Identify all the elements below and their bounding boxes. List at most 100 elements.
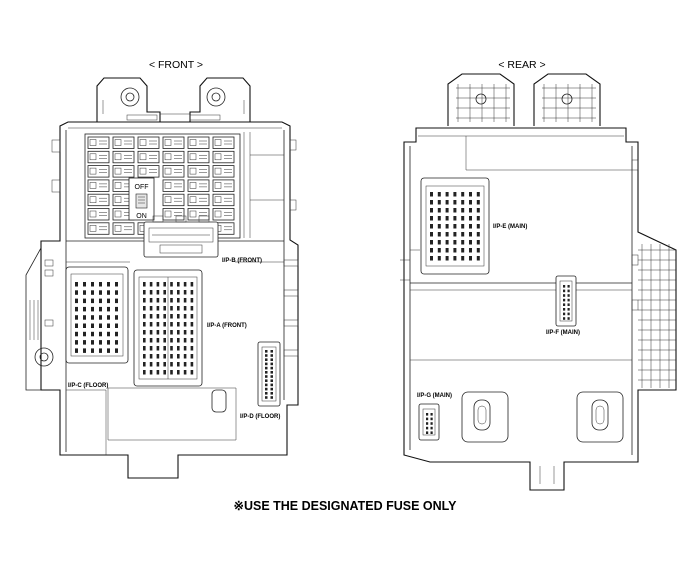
connector-pin (107, 298, 110, 304)
connector-pin (170, 346, 173, 351)
fuse-slot (162, 136, 185, 149)
connector-pin (177, 306, 180, 311)
connector-pin (170, 306, 173, 311)
connector-pin (476, 224, 480, 229)
connector-pin (265, 387, 268, 391)
fuse-slot (137, 165, 160, 178)
connector-pin (177, 362, 180, 367)
front-view: OFF ON I/P-B (FRONT) I/P-C (FLOOR) (25, 77, 299, 479)
connector-pin (445, 208, 449, 213)
connector-pin (265, 354, 268, 357)
connector-pin (149, 314, 153, 319)
connector-pin (190, 346, 194, 351)
switch-knob[interactable] (135, 193, 148, 209)
connector-pin (91, 323, 94, 328)
connector-pin (83, 290, 86, 295)
connector-pin (163, 354, 166, 359)
connector-pin (83, 315, 86, 320)
connector-pin (83, 323, 86, 328)
connector-pin (567, 312, 570, 316)
connector-pin (177, 330, 180, 335)
connector-pin (476, 256, 480, 261)
connector-pin (177, 370, 180, 375)
switch-off-label: OFF (135, 184, 149, 191)
connector-pin (149, 290, 153, 295)
connector-pin (437, 192, 441, 197)
connector-pin (75, 282, 78, 287)
connector-ipa[interactable] (133, 269, 203, 387)
connector-pin (265, 366, 268, 370)
connector-pin (163, 362, 166, 367)
front-mounting-tab-right (189, 77, 251, 122)
fuse-slot (187, 179, 210, 192)
connector-pin (461, 208, 465, 213)
connector-pin (143, 322, 146, 327)
connector-ipg[interactable] (418, 403, 440, 441)
power-switch[interactable]: OFF ON (128, 177, 155, 221)
connector-pin (156, 322, 160, 327)
connector-pin (461, 232, 465, 237)
connector-pin (91, 290, 94, 295)
connector-pin (163, 338, 166, 343)
connector-pin (91, 306, 94, 312)
connector-pin (476, 200, 480, 205)
connector-pin (75, 315, 78, 320)
connector-pin (170, 290, 173, 295)
connector-pin (445, 216, 449, 221)
connector-pin (170, 338, 173, 343)
connector-pin (190, 290, 194, 295)
connector-ipc[interactable] (65, 266, 129, 364)
connector-pin (190, 370, 194, 375)
connector-pin (476, 216, 480, 221)
connector-pin (107, 315, 110, 320)
connector-pin (115, 323, 118, 328)
connector-pin (469, 200, 472, 205)
connector-pin (563, 289, 566, 293)
connector-pin (183, 322, 187, 327)
connector-pin (430, 200, 433, 205)
connector-ipd[interactable] (257, 341, 281, 407)
connector-pin (430, 413, 433, 416)
connector-pin (149, 322, 153, 327)
connector-pin (461, 256, 465, 261)
connector-pin (265, 350, 268, 353)
connector-pin (567, 289, 570, 293)
connector-ipe[interactable] (420, 177, 490, 275)
connector-pin (190, 314, 194, 319)
connector-pin (445, 248, 449, 253)
connector-pin (107, 306, 110, 312)
connector-pin (91, 331, 94, 337)
connector-pin (437, 216, 441, 221)
connector-pin (270, 375, 273, 378)
connector-pin (183, 306, 187, 311)
fuse-slot (212, 193, 235, 207)
fuse-slot (212, 165, 235, 178)
connector-pin (177, 314, 180, 319)
fuse-grid (87, 136, 235, 235)
connector-pin (270, 350, 273, 353)
connector-pin (265, 396, 268, 399)
connector-pin (156, 290, 160, 295)
fuse-slot (112, 150, 135, 164)
connector-pin (143, 282, 146, 287)
connector-pin (163, 370, 166, 375)
connector-pin (149, 362, 153, 367)
connector-pin (453, 256, 457, 261)
front-latch-slot (211, 389, 227, 413)
connector-pin (270, 358, 273, 361)
connector-pin (156, 330, 160, 335)
connector-pin (461, 240, 465, 245)
connector-pin (437, 224, 441, 229)
fuse-slot (187, 136, 210, 149)
connector-ipf[interactable] (555, 275, 577, 327)
connector-pin (91, 298, 94, 304)
connector-pin (183, 346, 187, 351)
connector-pin (183, 298, 187, 303)
connector-pin (469, 224, 472, 229)
connector-pin (107, 282, 110, 287)
connector-pin (75, 323, 78, 328)
connector-ipb[interactable] (143, 215, 219, 258)
connector-pin (183, 354, 187, 359)
connector-pin (567, 298, 570, 302)
connector-pin (476, 240, 480, 245)
